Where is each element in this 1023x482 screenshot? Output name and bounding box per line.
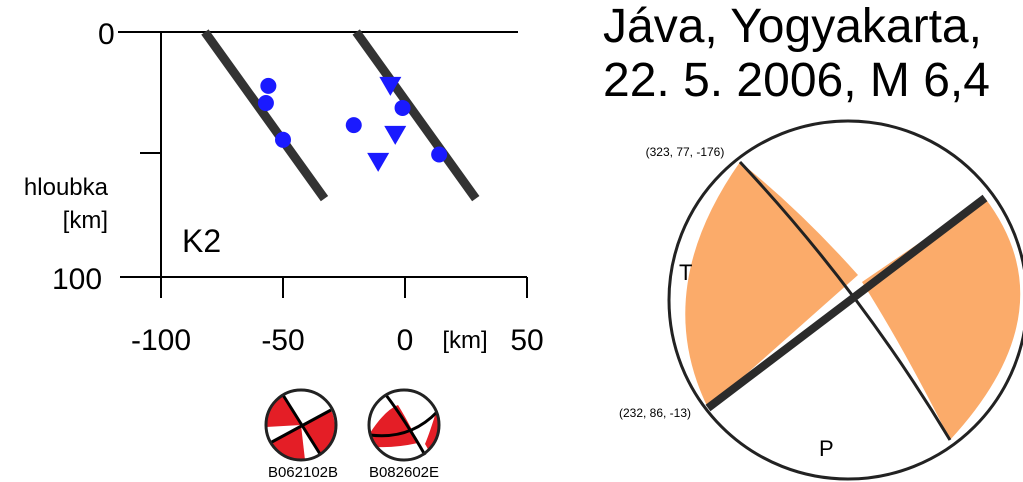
hypocenter-marker-4 bbox=[345, 117, 362, 134]
y-axis-label-line2: [km] bbox=[63, 207, 108, 234]
compression-quadrant-t-left bbox=[685, 162, 858, 408]
beachball-b082602e-plane-1 bbox=[384, 394, 427, 456]
nodal-plane-1-label: (323, 77, -176) bbox=[646, 145, 725, 159]
hypocenter-marker-3 bbox=[275, 131, 291, 148]
hypocenter-marker-7 bbox=[379, 76, 402, 96]
y-axis-label-line1: hloubka bbox=[24, 174, 109, 201]
fault-trace-2 bbox=[352, 29, 480, 202]
beachball-b082602e-quadrant-right bbox=[425, 412, 440, 452]
hypocenter-marker-1 bbox=[260, 77, 277, 94]
fault-trace-1 bbox=[201, 29, 329, 202]
fault-traces bbox=[201, 29, 480, 202]
t-axis-label: T bbox=[679, 260, 692, 285]
title-line-1: Jáva, Yogyakarta, bbox=[603, 0, 982, 53]
p-axis-label: P bbox=[819, 436, 834, 461]
beachball-b062102b: B062102B bbox=[264, 388, 338, 481]
x-tick-label-minus50: -50 bbox=[261, 324, 304, 357]
x-unit-label: [km] bbox=[442, 327, 487, 354]
y-tick-label-100: 100 bbox=[52, 263, 102, 296]
y-tick-label-0: 0 bbox=[98, 18, 115, 51]
panel-label: K2 bbox=[182, 223, 221, 259]
nodal-plane-2 bbox=[705, 194, 988, 412]
beachball-b082602e-outline bbox=[367, 388, 441, 462]
hypocenter-marker-6 bbox=[431, 146, 448, 163]
title-line-2: 22. 5. 2006, M 6,4 bbox=[603, 54, 990, 107]
nodal-plane-2-label: (232, 86, -13) bbox=[619, 406, 691, 420]
depth-section-plot: 0 100 -100 -50 0 50 [km] hloubka [km] K2 bbox=[24, 18, 544, 357]
beachball-outline bbox=[667, 119, 1023, 481]
hypocenter-marker-5 bbox=[394, 99, 411, 116]
x-tick-label-minus100: -100 bbox=[131, 324, 191, 357]
beachball-b062102b-plane-2 bbox=[269, 408, 332, 445]
beachball-b082602e-plane-2 bbox=[369, 410, 439, 438]
beachball-b062102b-outline bbox=[264, 388, 338, 462]
x-tick-label-50: 50 bbox=[510, 324, 543, 357]
hypocenter-marker-2 bbox=[257, 95, 274, 112]
hypocenter-marker-8 bbox=[384, 125, 407, 145]
beachball-b082602e: B082602E bbox=[367, 388, 441, 481]
x-tick-label-0: 0 bbox=[397, 324, 414, 357]
focal-mechanism: (323, 77, -176) (232, 86, -13) T P bbox=[619, 119, 1023, 481]
beachball-b062102b-label: B062102B bbox=[268, 464, 338, 481]
hypocenter-marker-9 bbox=[367, 152, 390, 172]
beachball-b082602e-label: B082602E bbox=[369, 464, 439, 481]
hypocenters bbox=[257, 76, 448, 172]
